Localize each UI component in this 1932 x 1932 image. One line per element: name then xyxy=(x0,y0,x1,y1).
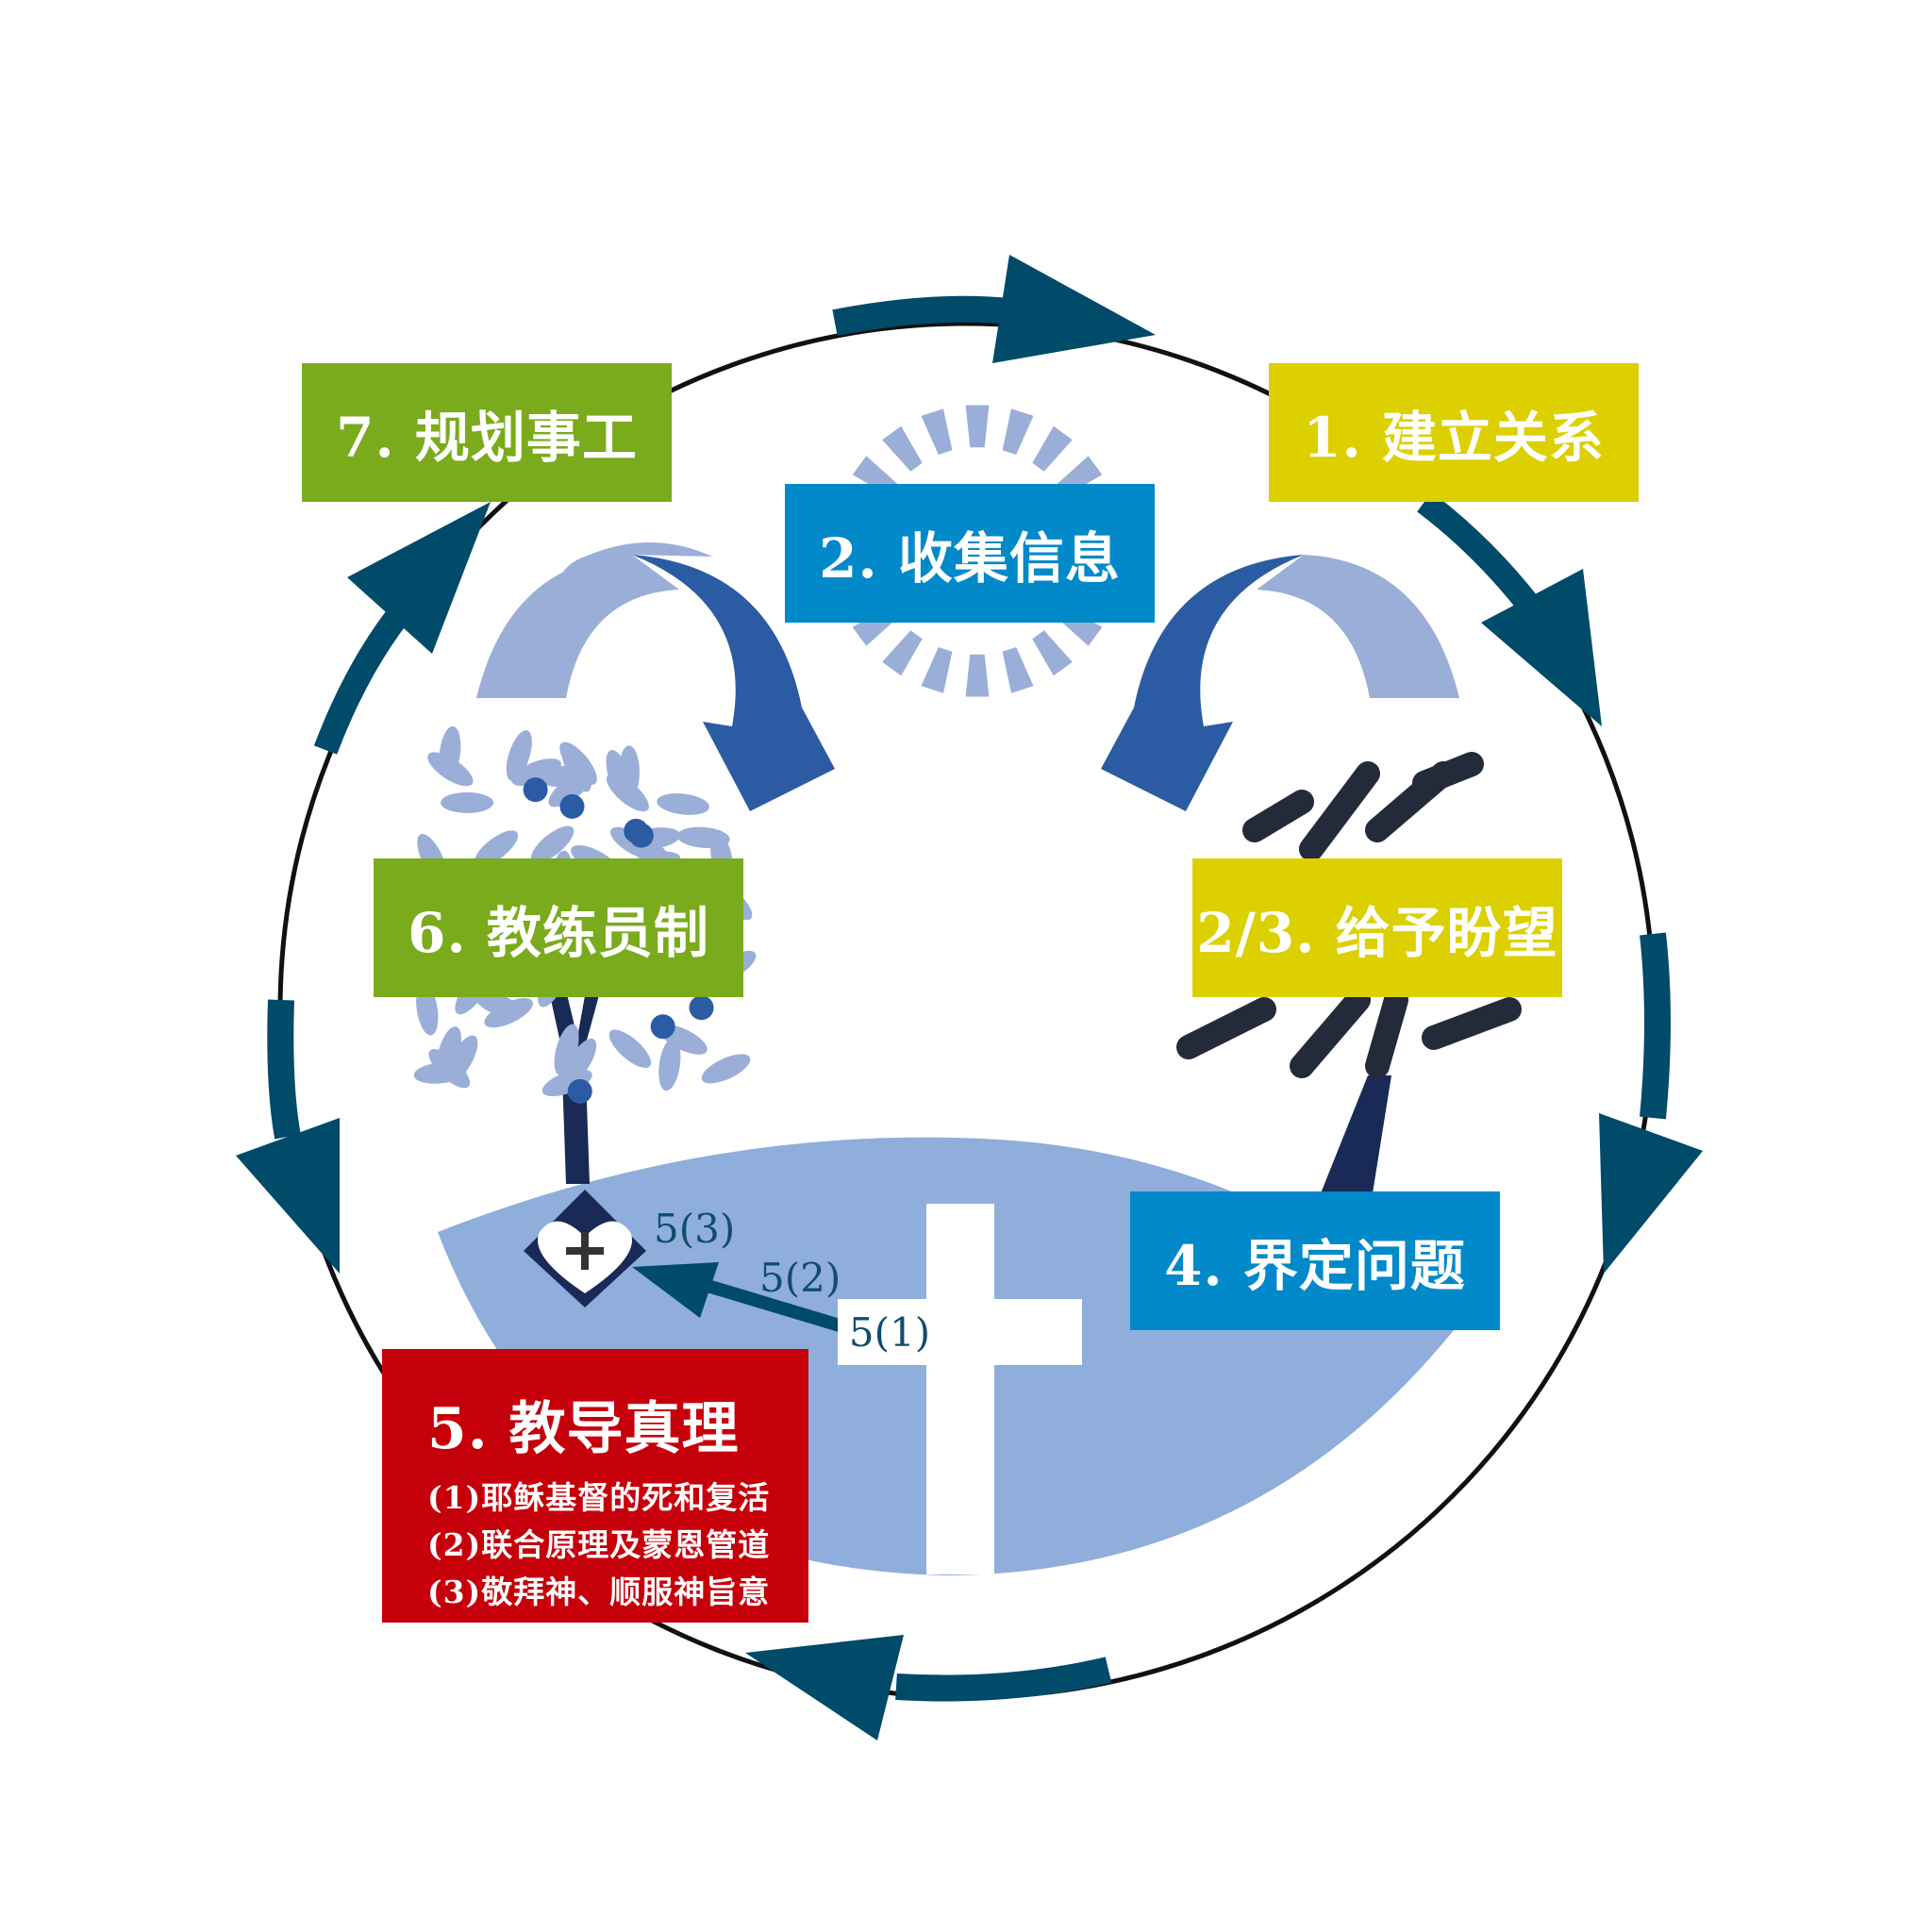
arrow-right xyxy=(1640,932,1671,1120)
sun-ray xyxy=(965,654,990,697)
leaf xyxy=(484,998,533,1028)
step-4-label: 4. 界定问题 xyxy=(1164,1233,1466,1298)
step-5-title: 5. 教导真理 xyxy=(427,1396,740,1462)
step-7-label: 7. 规划事工 xyxy=(336,405,638,470)
thorn-branch xyxy=(1242,790,1314,842)
curved-arrow-right xyxy=(1101,555,1459,811)
fruit xyxy=(689,995,714,1021)
thorn-branch xyxy=(1365,988,1408,1078)
leaf xyxy=(511,758,561,787)
arrow-bottom xyxy=(895,1657,1112,1702)
step-7-box: 7. 规划事工 xyxy=(302,363,672,502)
step-5-item-2: (2)联合原理及蒙恩管道 xyxy=(427,1526,771,1563)
sun-ray xyxy=(921,408,953,455)
step-6-label: 6. 教练员制 xyxy=(408,900,709,965)
sun-ray xyxy=(1002,647,1034,693)
arrow-top xyxy=(832,295,1011,336)
step-4-box: 4. 界定问题 xyxy=(1130,1191,1500,1330)
step-1-label: 1. 建立关系 xyxy=(1303,405,1605,470)
label-5-3: 5(3) xyxy=(654,1206,736,1252)
heart-icon xyxy=(524,1190,646,1307)
leaf xyxy=(658,1038,681,1091)
leaf xyxy=(561,743,591,792)
leaf xyxy=(657,793,709,815)
leaf xyxy=(530,825,575,863)
step-5-box: 5. 教导真理 (1)耶稣基督的死和复活 (2)联合原理及蒙恩管道 (3)敬拜神… xyxy=(382,1349,808,1623)
step-2-3-box: 2/3. 给予盼望 xyxy=(1192,858,1562,997)
step-1-box: 1. 建立关系 xyxy=(1269,363,1639,502)
fruit xyxy=(628,823,654,848)
step-2-3-label: 2/3. 给予盼望 xyxy=(1196,900,1558,965)
sun-ray xyxy=(1032,630,1073,676)
leaf xyxy=(541,1069,592,1097)
step-5-item-1: (1)耶稣基督的死和复活 xyxy=(427,1479,771,1516)
thorn-branch xyxy=(1176,997,1276,1059)
leaf xyxy=(441,791,494,813)
step-6-box: 6. 教练员制 xyxy=(374,858,743,997)
thorn-tree-icon xyxy=(1176,752,1522,1193)
step-2-box: 2. 收集信息 xyxy=(785,484,1155,623)
thorn-branch xyxy=(1290,988,1371,1078)
thorn-branch xyxy=(1422,997,1522,1050)
thorn-branch xyxy=(1412,752,1484,795)
sun-ray xyxy=(965,405,990,448)
fruit xyxy=(567,1078,592,1104)
sun-ray xyxy=(1002,408,1034,455)
leaf xyxy=(676,826,730,849)
label-5-1-text: 5(1) xyxy=(848,1308,931,1356)
sun-ray xyxy=(1032,425,1073,472)
arrow-5-2 xyxy=(632,1262,842,1332)
curved-arrow-left xyxy=(476,542,835,811)
sun-ray xyxy=(882,630,923,676)
label-5-1: 5(1) xyxy=(838,1299,941,1365)
sun-ray xyxy=(882,425,923,472)
step-2-label: 2. 收集信息 xyxy=(819,525,1121,591)
fruit xyxy=(650,1014,675,1040)
fruit xyxy=(523,777,548,803)
thorn-branch xyxy=(1299,761,1380,861)
leaf xyxy=(701,1054,751,1084)
label-5-2: 5(2) xyxy=(759,1255,841,1301)
cycle-arrows xyxy=(236,255,1703,1740)
leaf xyxy=(506,730,532,781)
leaf xyxy=(606,750,632,801)
leaf xyxy=(427,752,474,787)
leaf xyxy=(446,1035,478,1083)
arrow-left xyxy=(267,999,301,1140)
sun-ray xyxy=(921,647,953,693)
fruit xyxy=(559,793,585,819)
leaf xyxy=(608,1029,652,1069)
leaf xyxy=(474,830,519,867)
step-5-item-3: (3)敬拜神、顺服神旨意 xyxy=(427,1574,771,1610)
